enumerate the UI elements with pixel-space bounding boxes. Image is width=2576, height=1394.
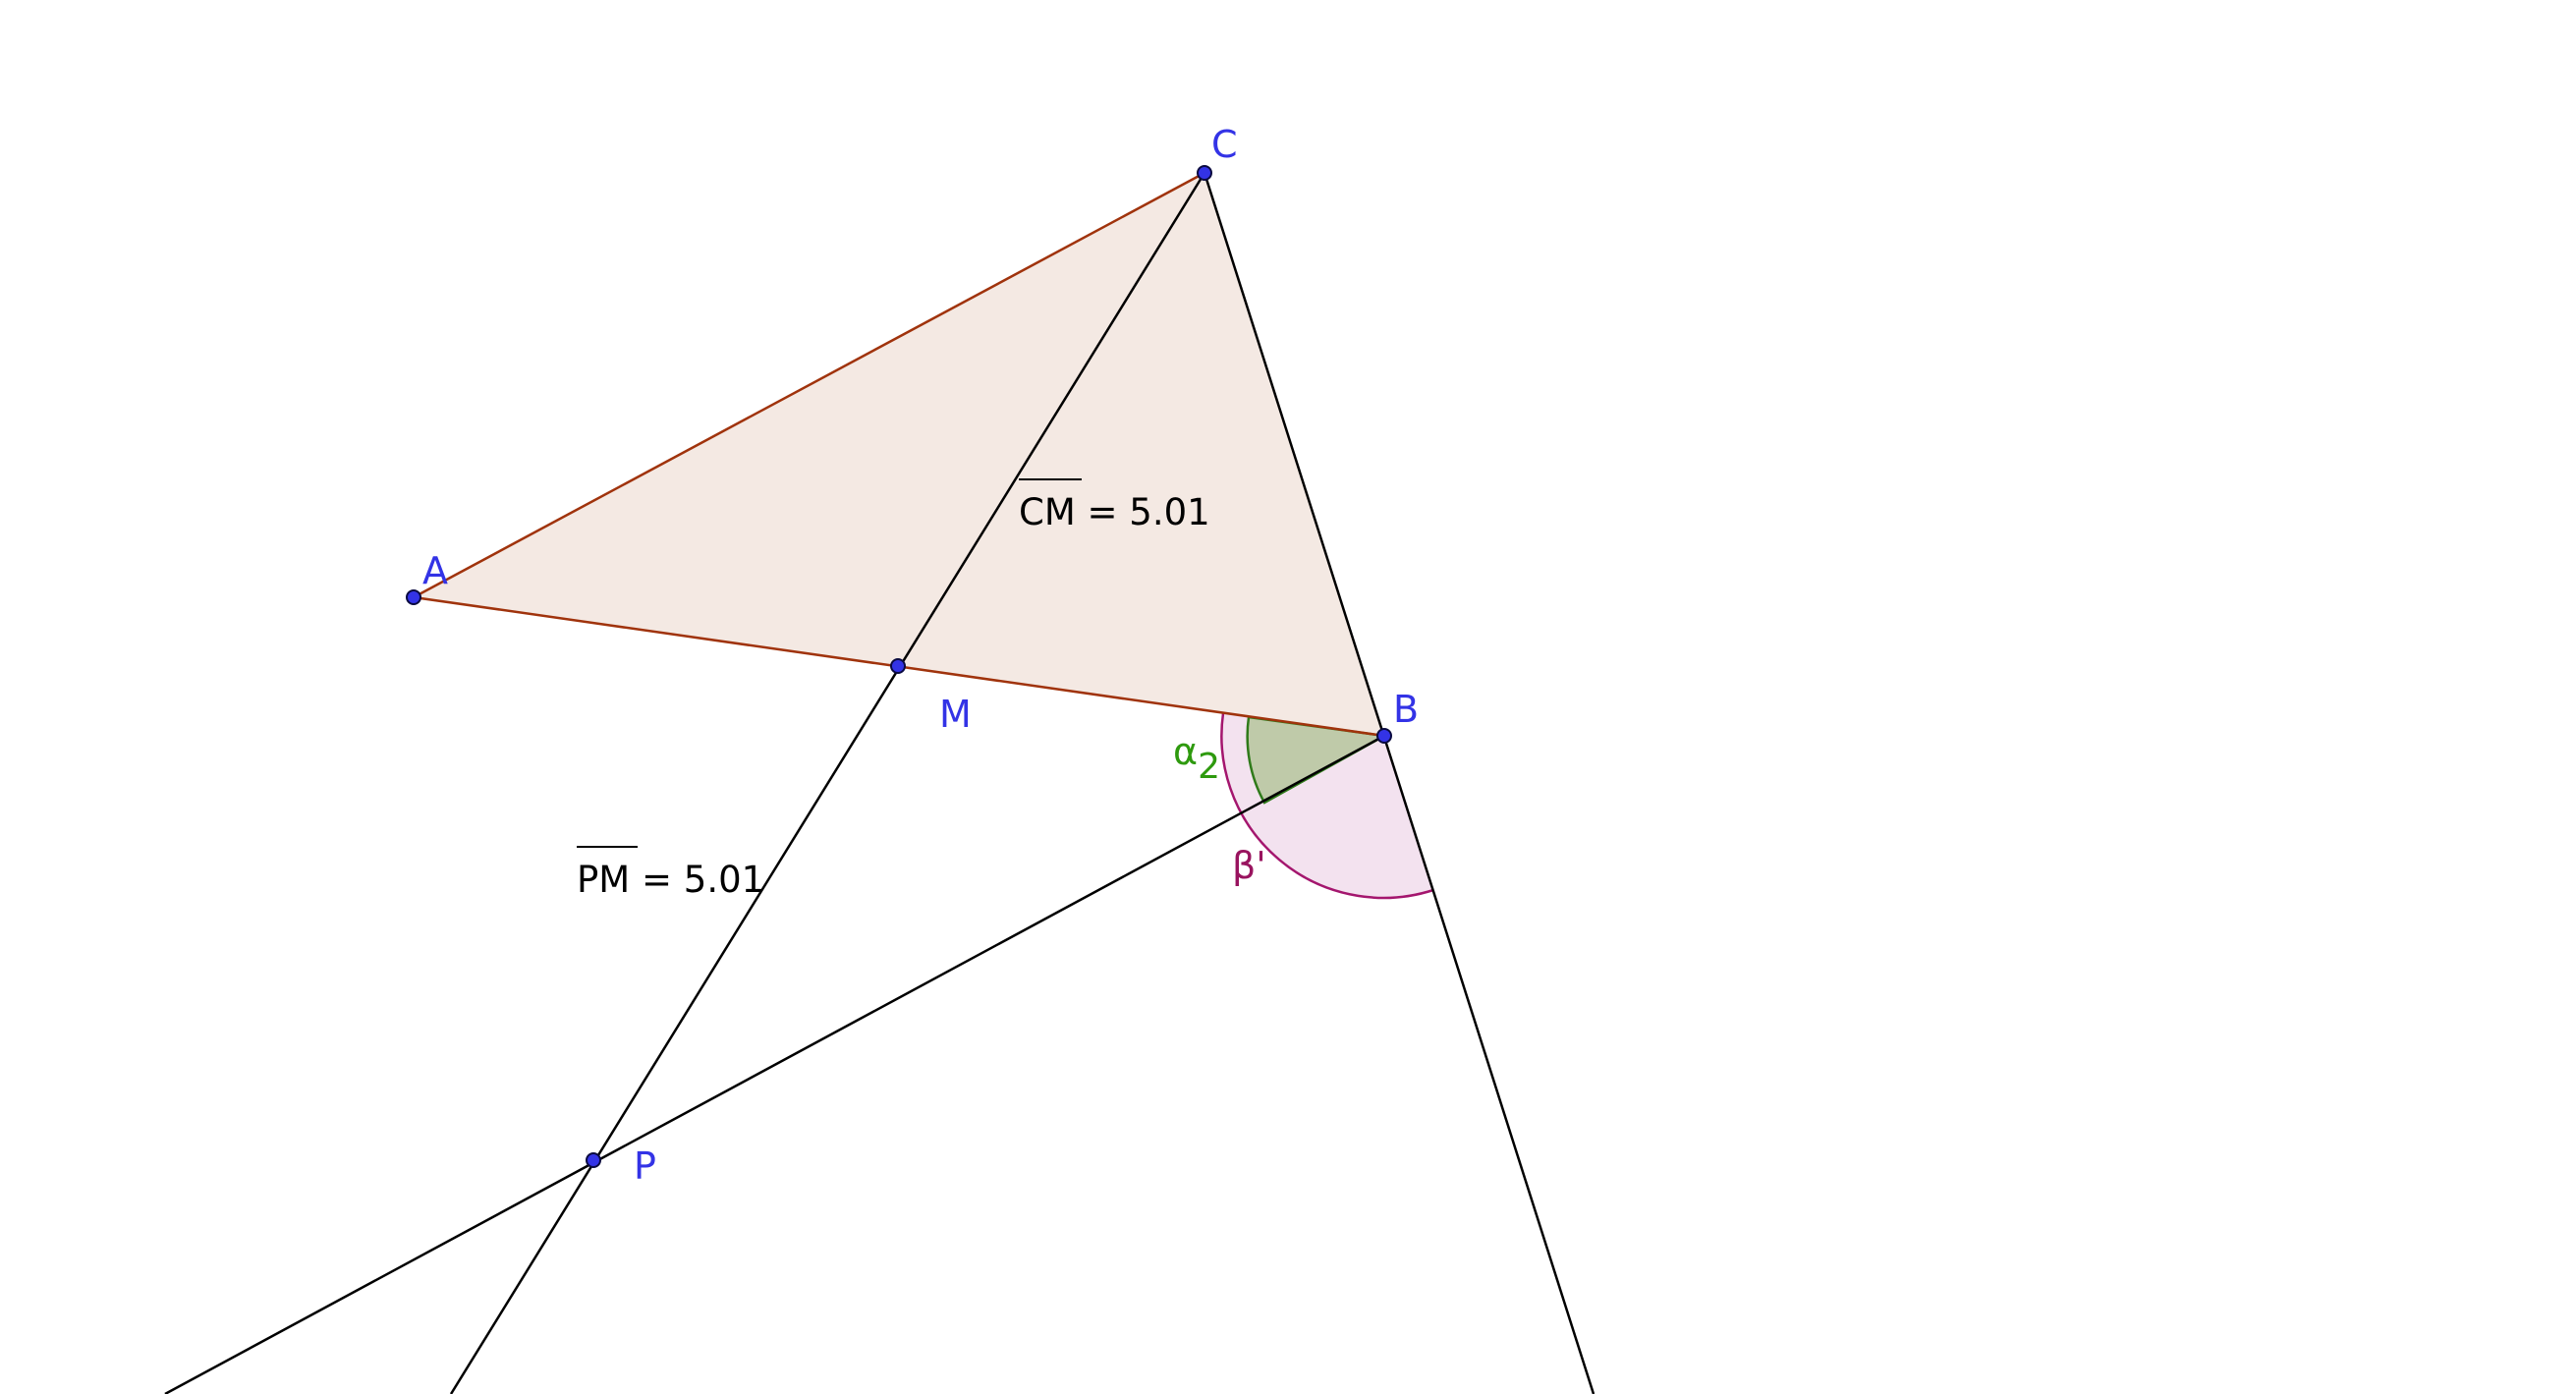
label-a: A: [422, 549, 448, 592]
label-alpha2-subscript: 2: [1198, 747, 1220, 787]
line-bp[interactable]: [164, 734, 1385, 1394]
measure-pm-segment: PM: [577, 859, 630, 901]
point-b[interactable]: [1376, 728, 1392, 744]
measure-cm: CM = 5.01: [1019, 491, 1210, 533]
measure-cm-segment: CM: [1019, 491, 1076, 533]
point-m[interactable]: [890, 658, 906, 674]
measure-cm-value: = 5.01: [1076, 491, 1210, 533]
measure-pm: PM = 5.01: [577, 859, 764, 901]
line-cb[interactable]: [1203, 172, 1596, 1394]
point-a[interactable]: [406, 589, 421, 605]
triangle-abc-fill: [414, 173, 1384, 736]
segment-ac[interactable]: [413, 171, 1205, 599]
label-alpha2: α2: [1173, 730, 1220, 787]
label-m: M: [939, 693, 972, 736]
label-p: P: [634, 1144, 656, 1188]
point-c[interactable]: [1197, 165, 1212, 181]
angle-beta-prime-arc[interactable]: [1220, 712, 1434, 900]
point-p[interactable]: [586, 1152, 601, 1168]
label-b: B: [1393, 688, 1419, 731]
label-c: C: [1211, 123, 1238, 166]
line-cp[interactable]: [449, 172, 1206, 1394]
label-alpha2-symbol: α: [1173, 730, 1198, 773]
label-beta-prime: β': [1232, 844, 1266, 887]
measure-pm-value: = 5.01: [630, 859, 764, 901]
